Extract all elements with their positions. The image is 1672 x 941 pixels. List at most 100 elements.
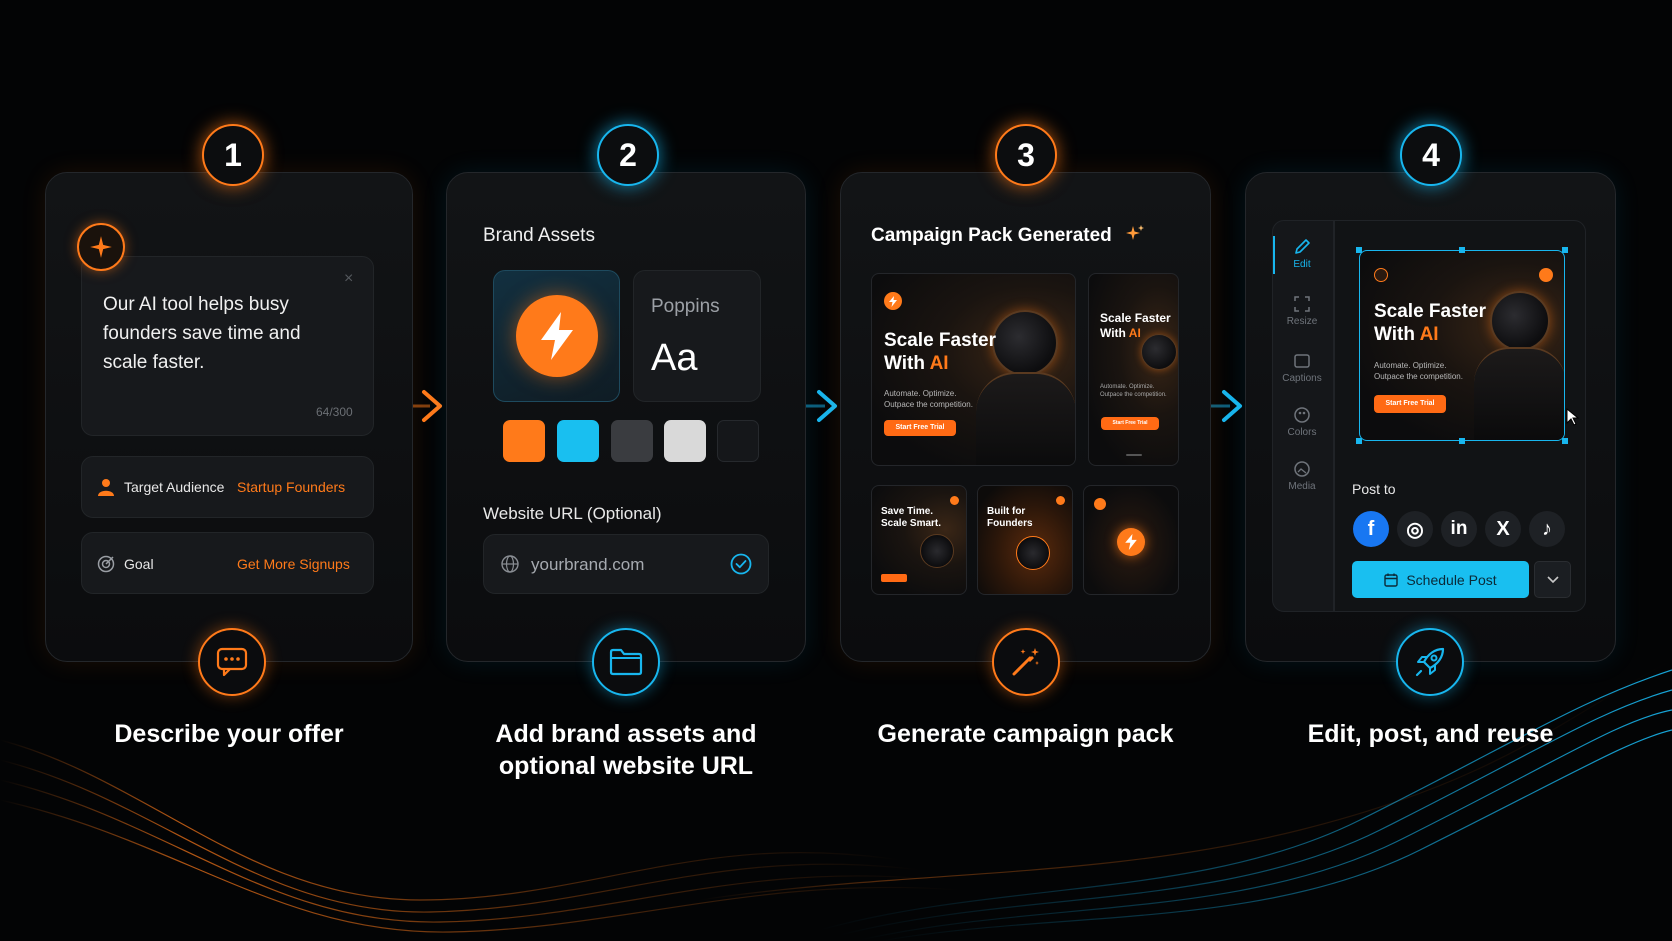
cursor-icon	[1566, 407, 1580, 426]
brand-assets-title: Brand Assets	[483, 225, 595, 246]
target-audience-row[interactable]	[81, 456, 374, 518]
goal-value[interactable]: Get More Signups	[237, 556, 350, 572]
magic-wand-icon	[992, 628, 1060, 696]
captions-icon	[1294, 354, 1310, 368]
target-icon	[97, 555, 115, 573]
palette-icon	[1294, 407, 1310, 423]
font-tile[interactable]	[633, 270, 761, 402]
small2-text-1: Built for	[987, 506, 1026, 517]
poster-small-3[interactable]	[1083, 485, 1179, 595]
tool-resize-label: Resize	[1286, 316, 1318, 327]
audience-label: Target Audience	[124, 479, 225, 495]
goal-label: Goal	[124, 556, 154, 572]
small1-text-1: Save Time.	[881, 506, 934, 517]
sparkle-icon	[77, 223, 125, 271]
astronaut-figure-story	[1141, 334, 1177, 370]
schedule-post-button[interactable]: Schedule Post	[1352, 561, 1529, 598]
poster-small-2[interactable]: Built for Founders	[977, 485, 1073, 595]
preview-headline-1: Scale Faster	[1374, 301, 1486, 322]
logo-tile[interactable]	[493, 270, 620, 402]
font-name: Poppins	[651, 296, 720, 317]
step-label-2: Add brand assets and optional website UR…	[495, 720, 757, 780]
lightning-logo-icon	[515, 295, 598, 377]
chat-bubble-icon	[198, 628, 266, 696]
small3-badge-icon	[1094, 498, 1106, 510]
tool-edit[interactable]: Edit	[1272, 238, 1332, 270]
instagram-icon[interactable]: ◎	[1397, 511, 1433, 547]
facebook-icon[interactable]: f	[1353, 511, 1389, 547]
chevron-down-icon	[1546, 575, 1559, 583]
step-number-3: 3	[995, 124, 1057, 186]
tool-media-label: Media	[1288, 481, 1316, 492]
tool-edit-label: Edit	[1293, 259, 1311, 270]
user-icon	[98, 478, 114, 496]
color-swatch-black[interactable]	[717, 420, 759, 462]
selection-handle-bl[interactable]	[1356, 438, 1362, 444]
color-swatch-gray[interactable]	[611, 420, 653, 462]
goal-row[interactable]	[81, 532, 374, 594]
step-label-4: Edit, post, and reuse	[1307, 720, 1554, 748]
pencil-icon	[1295, 239, 1310, 254]
tool-captions[interactable]: Captions	[1272, 352, 1332, 384]
color-swatch-orange[interactable]	[503, 420, 545, 462]
astronaut-figure-small-2	[1016, 536, 1050, 570]
lightning-badge-icon	[884, 292, 902, 310]
step-number-1: 1	[202, 124, 264, 186]
media-icon	[1294, 461, 1310, 477]
linkedin-icon[interactable]: in	[1441, 511, 1477, 547]
font-sample: Aa	[651, 337, 698, 379]
main-cta[interactable]: Start Free Trial	[884, 420, 956, 436]
calendar-icon	[1384, 573, 1399, 587]
tiktok-icon[interactable]: ♪	[1529, 511, 1565, 547]
selection-handle-tl[interactable]	[1356, 247, 1362, 253]
poster-story[interactable]: Scale Faster With AI Automate. Optimize.…	[1088, 273, 1179, 466]
poster-main[interactable]: Scale Faster With AI Automate. Optimize.…	[871, 273, 1076, 466]
preview-headline-2: With AI	[1374, 324, 1439, 345]
schedule-post-label: Schedule Post	[1406, 571, 1497, 588]
preview-sub-1: Automate. Optimize.	[1374, 361, 1447, 370]
preview-poster[interactable]: Scale Faster With AI Automate. Optimize.…	[1359, 250, 1565, 441]
step-label-3: Generate campaign pack	[877, 720, 1174, 748]
poster-small-1[interactable]: Save Time. Scale Smart.	[871, 485, 967, 595]
tool-colors[interactable]: Colors	[1272, 406, 1332, 438]
selection-handle-tr[interactable]	[1562, 247, 1568, 253]
selection-handle-bm[interactable]	[1459, 438, 1465, 444]
step-number-2: 2	[597, 124, 659, 186]
step-label-1: Describe your offer	[114, 720, 344, 748]
sparkle-stars-icon	[1125, 224, 1145, 244]
astronaut-figure-small-1	[920, 534, 954, 568]
color-swatch-white[interactable]	[664, 420, 706, 462]
campaign-title: Campaign Pack Generated	[871, 225, 1112, 246]
url-value: yourbrand.com	[531, 555, 645, 574]
story-cta[interactable]: Start Free Trial	[1101, 417, 1159, 430]
small1-cta[interactable]	[881, 574, 907, 582]
globe-icon	[501, 555, 519, 573]
story-sub-1: Automate. Optimize.	[1100, 384, 1155, 390]
folder-icon	[592, 628, 660, 696]
astronaut-body-preview	[1474, 347, 1564, 440]
color-swatch-blue[interactable]	[557, 420, 599, 462]
story-home-bar	[1126, 454, 1142, 456]
url-label: Website URL (Optional)	[483, 504, 662, 523]
close-icon[interactable]: ×	[344, 270, 354, 287]
url-input[interactable]	[483, 534, 769, 594]
resize-icon	[1294, 296, 1310, 312]
prompt-textarea[interactable]	[81, 256, 374, 436]
tool-media[interactable]: Media	[1272, 460, 1332, 492]
story-headline-1: Scale Faster	[1100, 311, 1171, 325]
editor-toolbar	[1272, 220, 1334, 612]
selection-handle-br[interactable]	[1562, 438, 1568, 444]
post-to-label: Post to	[1352, 481, 1396, 497]
audience-value[interactable]: Startup Founders	[237, 479, 346, 495]
small2-badge-icon	[1056, 496, 1065, 505]
x-twitter-icon[interactable]: X	[1485, 511, 1521, 547]
main-headline-1: Scale Faster	[884, 330, 996, 351]
main-sub-2: Outpace the competition.	[884, 400, 973, 409]
preview-cta[interactable]: Start Free Trial	[1374, 395, 1446, 413]
check-circle-icon	[730, 553, 752, 575]
selection-handle-tm[interactable]	[1459, 247, 1465, 253]
tool-resize[interactable]: Resize	[1272, 295, 1332, 327]
schedule-options-dropdown[interactable]	[1534, 561, 1571, 598]
preview-badge-left-icon	[1374, 268, 1388, 282]
